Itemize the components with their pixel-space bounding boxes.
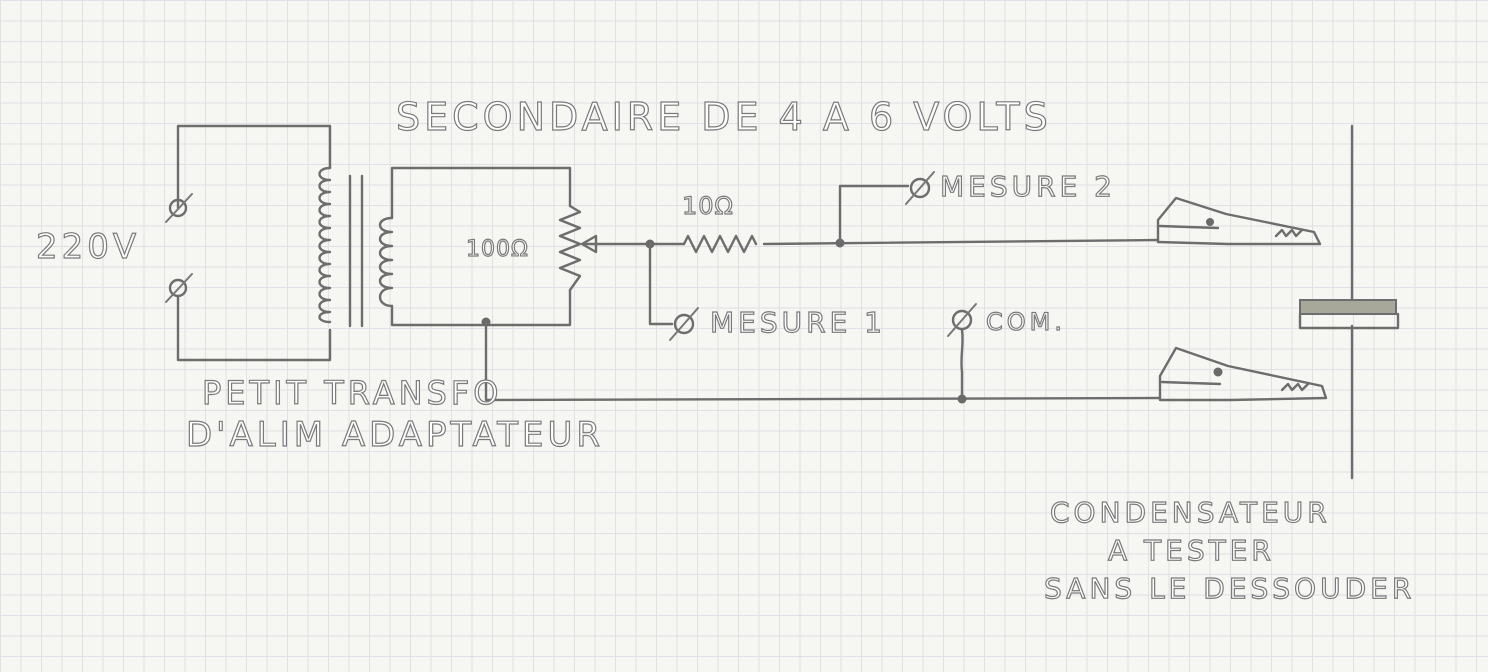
primary-winding — [318, 166, 332, 324]
mains-terminal-bottom — [165, 273, 193, 303]
potentiometer-resistor — [558, 204, 582, 292]
mesure-2-label: MESURE 2 — [940, 170, 1116, 203]
capacitor-label-line2: A TESTER — [1108, 534, 1275, 567]
terminal-com — [947, 303, 977, 337]
potentiometer-label: 100Ω — [466, 237, 529, 262]
mains-terminal-top — [165, 193, 193, 223]
secondary-circuit — [378, 166, 652, 327]
capacitor-under-test — [1298, 124, 1400, 480]
capacitor-label-line3: SANS LE DESSOUDER — [1044, 572, 1415, 605]
secondary-voltage-label: SECONDAIRE DE 4 A 6 VOLTS — [396, 95, 1052, 139]
terminal-mesure-1 — [669, 307, 699, 341]
transformer-label-line2: D'ALIM ADAPTATEUR — [186, 415, 604, 455]
com-label: COM. — [986, 308, 1066, 336]
capacitor-label-line1: CONDENSATEUR — [1050, 496, 1331, 529]
transformer-label-line1: PETIT TRANSFO — [202, 374, 502, 412]
primary-circuit — [165, 124, 332, 362]
alligator-clip-top — [1156, 196, 1322, 246]
output-wiring — [484, 184, 1162, 404]
mains-voltage-label: 220V — [36, 227, 140, 267]
resistor-label: 10Ω — [682, 192, 734, 220]
secondary-winding — [378, 216, 394, 308]
alligator-clip-bottom — [1158, 346, 1328, 402]
resistor-10-ohm — [682, 234, 758, 254]
transformer-core — [348, 174, 364, 328]
mesure-1-label: MESURE 1 — [710, 306, 886, 339]
terminal-mesure-2 — [905, 171, 935, 205]
